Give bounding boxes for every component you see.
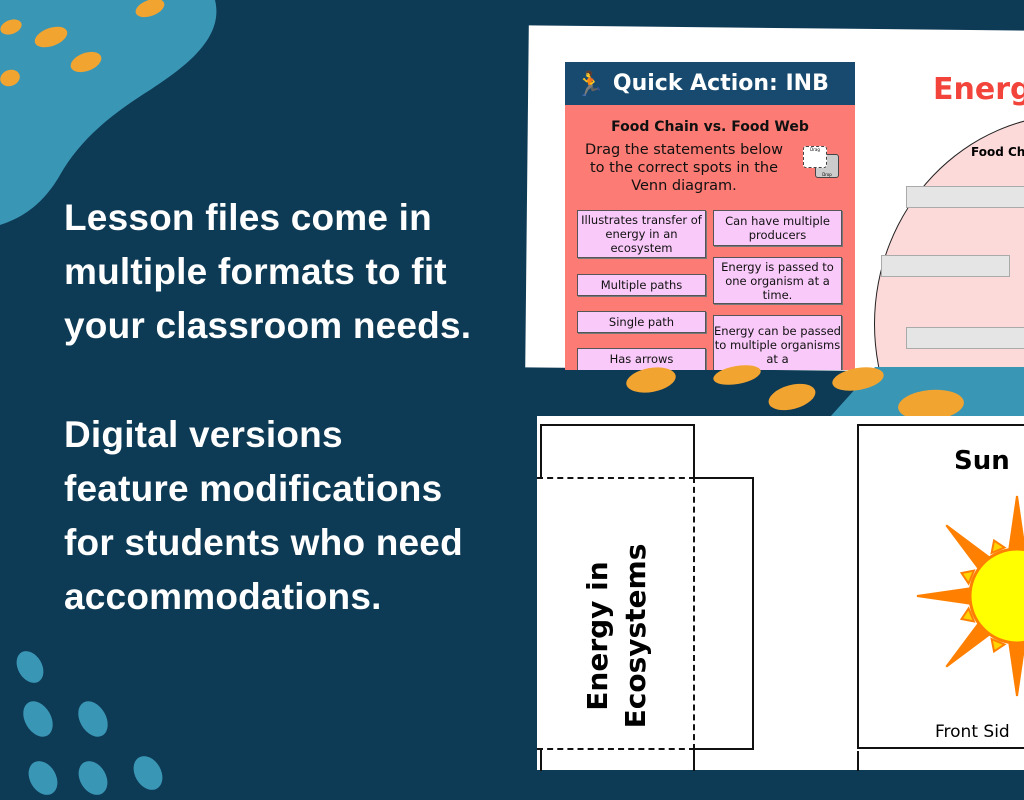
running-person-icon: 🏃	[575, 69, 605, 98]
sun-card-title: Sun	[954, 446, 1010, 476]
sun-ray	[959, 569, 976, 586]
headline-block-2: Digital versions feature modifications f…	[64, 408, 463, 624]
headline-line: feature modifications	[64, 468, 443, 509]
sun-icon	[916, 495, 1024, 697]
venn-circle: Food Ch	[874, 114, 1024, 370]
venn-drop-slot[interactable]	[881, 255, 1010, 277]
sun-ray	[990, 637, 1007, 654]
venn-circle-label: Food Ch	[971, 145, 1024, 159]
headline-line: multiple formats to fit	[64, 251, 447, 292]
headline-line: for students who need	[64, 522, 463, 563]
statement-chip[interactable]: Energy can be passed to multiple organis…	[713, 315, 842, 370]
blue-dot	[11, 646, 49, 688]
venn-title: Energ	[933, 72, 1024, 107]
blue-dot	[72, 696, 114, 742]
card-header-title: Quick Action: INB	[612, 71, 829, 96]
card-header: 🏃 Quick Action: INB	[565, 62, 855, 105]
sun-ray	[1008, 495, 1024, 550]
card-divider	[857, 751, 1024, 771]
tab-outline	[695, 477, 754, 750]
flap-title: Energy in Ecosystems	[581, 543, 652, 729]
sun-ray	[959, 606, 976, 623]
statement-chip[interactable]: Single path	[577, 311, 706, 333]
sun-ray	[1008, 642, 1024, 697]
venn-drop-slot[interactable]	[906, 186, 1024, 208]
venn-drop-slot[interactable]	[906, 327, 1024, 349]
statement-chip[interactable]: Has arrows	[577, 348, 706, 370]
statement-chip[interactable]: Multiple paths	[577, 274, 706, 296]
sun-card: Sun Front Sid	[857, 424, 1024, 749]
drag-label: Drag	[803, 146, 827, 168]
orange-dot	[765, 379, 819, 415]
quick-action-card: 🏃 Quick Action: INB Food Chain vs. Food …	[565, 62, 855, 370]
card-title: Food Chain vs. Food Web	[611, 119, 809, 135]
sun-ray	[990, 538, 1007, 555]
sun-disc	[968, 547, 1024, 645]
headline-line: Lesson files come in	[64, 197, 432, 238]
statement-chip[interactable]: Illustrates transfer of energy in an eco…	[577, 210, 706, 258]
fold-line	[537, 477, 695, 750]
sun-card-footer: Front Sid	[935, 722, 1010, 742]
statement-chip[interactable]: Energy is passed to one organism at a ti…	[713, 257, 842, 304]
sun-ray	[945, 524, 991, 570]
headline-line: your classroom needs.	[64, 305, 472, 346]
drag-drop-icon: Drop Drag	[803, 144, 841, 180]
sun-ray	[945, 622, 991, 668]
headline-line: accommodations.	[64, 576, 382, 617]
blue-dot	[22, 755, 64, 800]
blue-dot	[17, 696, 59, 742]
card-instructions: Drag the statements below to the correct…	[585, 142, 783, 194]
headline-line: Digital versions	[64, 414, 343, 455]
sun-ray	[916, 587, 971, 605]
blue-dot	[72, 755, 114, 800]
foldable-panel: Energy in Ecosystems Sun Front Sid	[537, 416, 1024, 771]
blue-dot	[127, 750, 169, 796]
statement-chip[interactable]: Can have multiple producers	[713, 210, 842, 246]
digital-slide: Food Ch Energ	[527, 28, 1024, 370]
headline-block-1: Lesson files come in multiple formats to…	[64, 191, 471, 353]
decorative-blob	[0, 0, 217, 225]
